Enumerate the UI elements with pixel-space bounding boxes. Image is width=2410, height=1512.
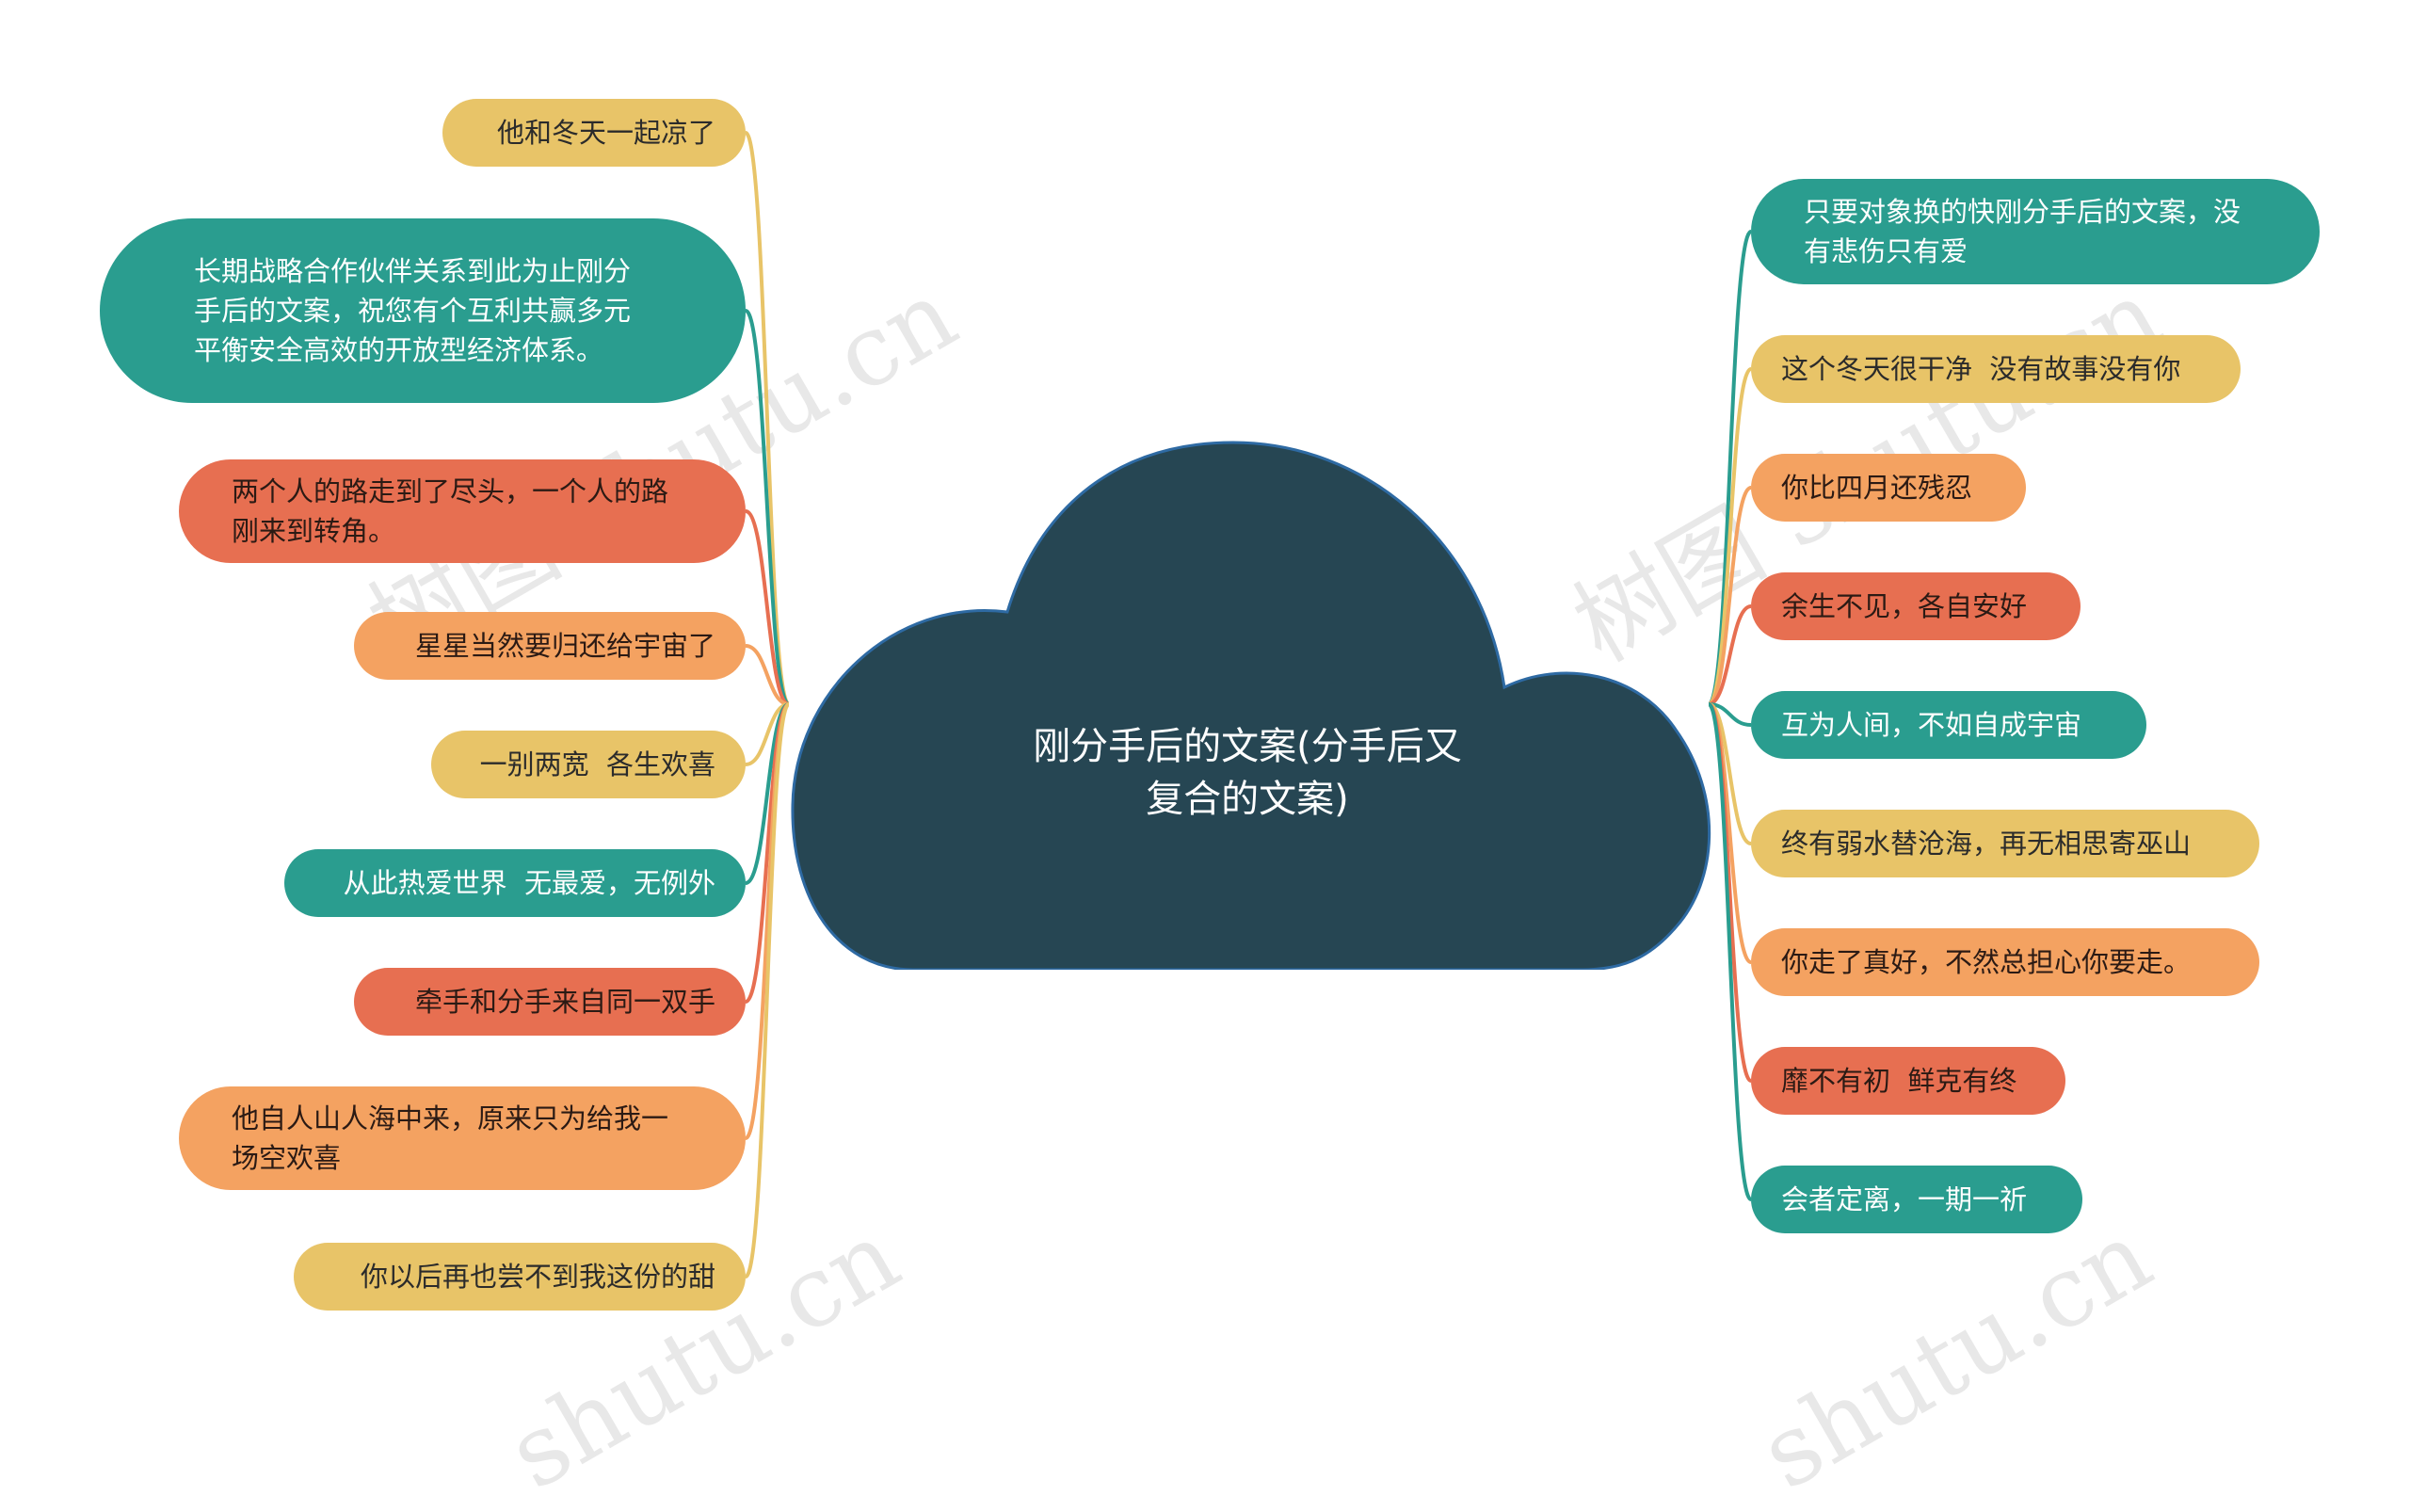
branch-node-label: 他和冬天一起凉了 [496, 117, 715, 149]
connector-right-5 [1708, 702, 1752, 727]
branch-node-left[interactable]: 从此热爱世界 无最爱，无例外 [284, 849, 746, 917]
central-topic-title: 刚分手后的文案(分手后又复合的文案) [1033, 725, 1462, 821]
branch-node-right[interactable]: 互为人间，不如自成宇宙 [1751, 691, 2146, 759]
connector-right-4 [1708, 604, 1752, 706]
connector-left-4 [745, 644, 790, 706]
connector-left-5 [745, 702, 790, 766]
branch-node-left[interactable]: 两个人的路走到了尽头，一个人的路刚来到转角。 [179, 459, 746, 563]
branch-node-label: 会者定离，一期一祈 [1781, 1183, 2028, 1215]
branch-node-right[interactable]: 终有弱水替沧海，再无相思寄巫山 [1751, 810, 2259, 877]
branch-node-right[interactable]: 你走了真好，不然总担心你要走。 [1751, 928, 2259, 996]
central-topic[interactable]: 刚分手后的文案(分手后又复合的文案) [781, 438, 1713, 970]
branch-node-right[interactable]: 只要对象换的快刚分手后的文案，没有悲伤只有爱 [1751, 179, 2320, 284]
branch-node-left[interactable]: 你以后再也尝不到我这份的甜 [294, 1243, 746, 1311]
branch-node-left[interactable]: 他和冬天一起凉了 [442, 99, 746, 167]
branch-node-label: 互为人间，不如自成宇宙 [1781, 709, 2082, 741]
branch-node-left[interactable]: 牵手和分手来自同一双手 [354, 968, 746, 1036]
branch-node-label: 他自人山人海中来，原来只为给我一场空欢喜 [232, 1102, 669, 1174]
branch-node-right[interactable]: 这个冬天很干净 没有故事没有你 [1751, 335, 2241, 403]
connector-left-9 [744, 702, 791, 1279]
branch-node-left[interactable]: 星星当然要归还给宇宙了 [354, 612, 746, 680]
branch-node-label: 余生不见，各自安好 [1781, 590, 2028, 622]
branch-node-left[interactable]: 一别两宽 各生欢喜 [431, 731, 746, 798]
branch-node-right[interactable]: 靡不有初 鲜克有终 [1751, 1047, 2065, 1115]
branch-node-right[interactable]: 余生不见，各自安好 [1751, 572, 2081, 640]
cloud-shape [791, 441, 1711, 970]
branch-node-label: 这个冬天很干净 没有故事没有你 [1781, 353, 2181, 385]
connector-right-8 [1707, 702, 1753, 1083]
branch-node-label: 你走了真好，不然总担心你要走。 [1781, 946, 2192, 978]
branch-node-left[interactable]: 长期战略合作伙伴关系到此为止刚分手后的文案，祝您有个互利共赢多元平衡安全高效的开… [100, 218, 746, 403]
branch-node-label: 一别两宽 各生欢喜 [479, 748, 715, 780]
connector-right-9 [1707, 702, 1753, 1201]
branch-node-label: 只要对象换的快刚分手后的文案，没有悲伤只有爱 [1804, 196, 2241, 267]
branch-node-label: 两个人的路走到了尽头，一个人的路刚来到转角。 [232, 475, 669, 547]
branch-node-label: 你以后再也尝不到我这份的甜 [360, 1261, 715, 1293]
connector-left-2 [744, 309, 791, 706]
branch-node-label: 长期战略合作伙伴关系到此为止刚分手后的文案，祝您有个互利共赢多元平衡安全高效的开… [194, 255, 632, 366]
branch-node-label: 靡不有初 鲜克有终 [1781, 1065, 2017, 1097]
branch-node-right[interactable]: 你比四月还残忍 [1751, 454, 2026, 522]
branch-node-label: 你比四月还残忍 [1781, 472, 1973, 504]
branch-node-label: 终有弱水替沧海，再无相思寄巫山 [1781, 828, 2192, 860]
connector-right-1 [1707, 230, 1753, 706]
connector-right-3 [1708, 486, 1752, 706]
branch-node-right[interactable]: 会者定离，一期一祈 [1751, 1166, 2082, 1233]
branch-node-left[interactable]: 他自人山人海中来，原来只为给我一场空欢喜 [179, 1086, 746, 1190]
branch-node-label: 牵手和分手来自同一双手 [414, 986, 715, 1018]
branch-connectors [744, 131, 1753, 1279]
connector-left-3 [745, 509, 790, 706]
branch-node-label: 从此热爱世界 无最爱，无例外 [343, 867, 715, 899]
mindmap-canvas: 树图 shutu.cn 树图 shutu.cn shutu.cn shutu.c… [100, 99, 2320, 1512]
branch-node-label: 星星当然要归还给宇宙了 [414, 630, 715, 662]
